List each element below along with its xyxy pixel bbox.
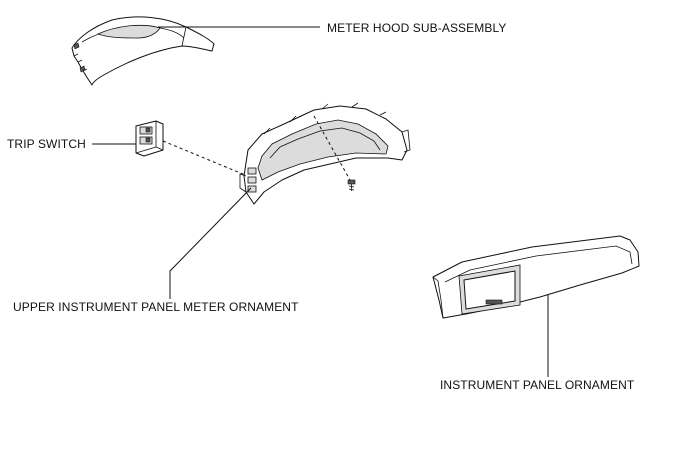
upper-ornament-part [239, 102, 411, 205]
panel-ornament-label: INSTRUMENT PANEL ORNAMENT [440, 378, 635, 392]
screw-install-path [313, 115, 351, 181]
upper-ornament-leader [169, 187, 252, 299]
screw-part [347, 179, 356, 191]
meter-hood-label: METER HOOD SUB-ASSEMBLY [327, 21, 507, 35]
meter-hood-part [71, 16, 215, 86]
trip-switch-label: TRIP SWITCH [7, 137, 86, 151]
panel-ornament-part [432, 235, 640, 319]
trip-switch-install-path [162, 140, 251, 178]
trip-switch-part [135, 120, 164, 157]
upper-ornament-label: UPPER INSTRUMENT PANEL METER ORNAMENT [13, 300, 299, 314]
